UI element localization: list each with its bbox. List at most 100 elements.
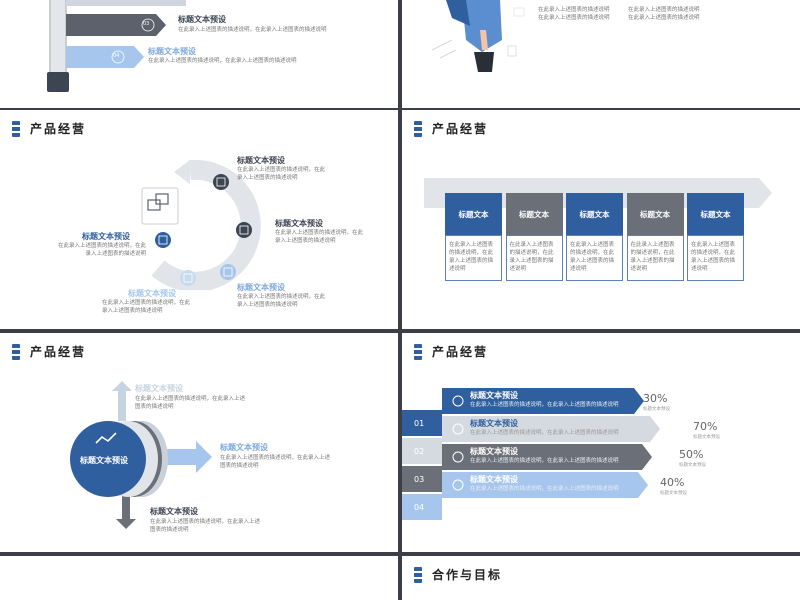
center-label: 标题文本预设 (80, 456, 128, 465)
slide-illustration: 在此录入上述图表的描述说明 在此录入上述图表的描述说明 在此录入上述图表的描述说… (402, 0, 800, 108)
row-arrow (442, 416, 660, 442)
desc-line: 在此录入上述图表的描述说明 (538, 15, 610, 21)
slide-header: 产品经营 (12, 343, 86, 360)
row-title: 标题文本预设 (470, 447, 518, 456)
header-icon (414, 343, 422, 360)
row-desc: 在此录入上述图表的描述说明，在此录入上述图表的描述说明 (470, 402, 619, 408)
item-desc: 在此录入上述图表的描述说明，在此录入上述 (135, 396, 246, 402)
row-number-tab: 04 (402, 494, 442, 520)
item-desc: 在此录入上述图表的描述说明，在此录入上述图表的描述说明 (237, 294, 326, 308)
item-desc: 图表的描述说明 (150, 527, 189, 533)
row-arrow (442, 388, 644, 414)
item-title: 标题文本预设 (128, 289, 176, 298)
row-title: 标题文本预设 (470, 419, 518, 428)
header-icon (12, 343, 20, 360)
slide-steps: 03 标题文本预设 在此录入上述图表的描述说明，在此录入上述图表的描述说明 04… (0, 0, 398, 108)
row-title: 标题文本预设 (470, 475, 518, 484)
slide-title: 产品经营 (30, 122, 87, 136)
item-desc: 在此录入上述图表的描述说明，在此录入上述 (150, 519, 261, 525)
step-num: 03 (143, 21, 150, 27)
item-desc: 在此录入上述图表的描述说明，在此录入上述 (220, 455, 331, 461)
row-number-tab: 02 (402, 438, 442, 464)
row-title: 标题文本预设 (470, 391, 518, 400)
slide-title: 产品经营 (432, 345, 489, 359)
row-percent-label: 标题文本预设 (693, 435, 720, 440)
slide-title: 产品经营 (30, 345, 87, 359)
slide-cooperation: 合作与目标 (402, 556, 800, 600)
pole (49, 0, 67, 78)
row-percent: 30% (643, 392, 668, 405)
step-desc: 在此录入上述图表的描述说明，在此录入上述图表的描述说明 (148, 58, 297, 64)
column-desc: 在此录入上述图表的描述说明，在此录入上述图表的描述说明 (687, 235, 744, 281)
cycle-diagram (141, 160, 261, 290)
item-title: 标题文本预设 (237, 156, 285, 165)
row-desc: 在此录入上述图表的描述说明，在此录入上述图表的描述说明 (470, 458, 619, 464)
desc-line: 在此录入上述图表的描述说明 (538, 7, 610, 13)
row-desc: 在此录入上述图表的描述说明，在此录入上述图表的描述说明 (470, 430, 619, 436)
step-sign-03 (66, 14, 166, 36)
pole-base (47, 72, 69, 92)
slide-arrows: 产品经营 标题文本预设 标题文本预设 在此录入上述图表的描述说明，在此录入上述 … (0, 333, 398, 552)
step-num: 04 (113, 53, 120, 59)
step-title: 标题文本预设 (178, 15, 226, 24)
item-title: 标题文本预设 (275, 219, 323, 228)
item-title: 标题文本预设 (237, 283, 285, 292)
row-percent: 50% (679, 448, 704, 461)
column: 标题文本在此录入上述图表的描述说明，在此录入上述图表的描述说明 (626, 193, 684, 281)
row-percent: 40% (660, 476, 685, 489)
step-sign-02 (66, 0, 186, 6)
item-title: 标题文本预设 (150, 507, 198, 516)
column-desc: 在此录入上述图表的描述说明，在此录入上述图表的描述说明 (505, 235, 563, 281)
slide-header: 产品经营 (414, 120, 488, 137)
column-header: 标题文本 (445, 193, 502, 235)
header-icon (414, 566, 422, 583)
slide-header: 合作与目标 (414, 566, 502, 583)
column: 标题文本在此录入上述图表的描述说明，在此录入上述图表的描述说明 (687, 193, 744, 281)
row-percent: 70% (693, 420, 718, 433)
item-title: 标题文本预设 (220, 443, 268, 452)
column-header: 标题文本 (505, 193, 563, 235)
slide-header: 产品经营 (12, 120, 86, 137)
slide-title: 合作与目标 (432, 568, 503, 582)
row-percent-label: 标题文本预设 (679, 463, 706, 468)
thumbs-up-icon (452, 479, 464, 491)
slide-title: 产品经营 (432, 122, 489, 136)
column: 标题文本在此录入上述图表的描述说明，在此录入上述图表的描述说明 (566, 193, 623, 281)
column-desc: 在此录入上述图表的描述说明，在此录入上述图表的描述说明 (626, 235, 684, 281)
slide-blank (0, 556, 398, 600)
column-desc: 在此录入上述图表的描述说明，在此录入上述图表的描述说明 (566, 235, 623, 281)
row-number-tab: 03 (402, 466, 442, 492)
column-desc: 在此录入上述图表的描述说明，在此录入上述图表的描述说明 (445, 235, 502, 281)
row-percent-label: 标题文本预设 (643, 407, 670, 412)
row-percent-label: 标题文本预设 (660, 491, 687, 496)
row-arrow (442, 444, 652, 470)
step-desc: 在此录入上述图表的描述说明，在此录入上述图表的描述说明 (178, 27, 327, 33)
column: 标题文本在此录入上述图表的描述说明，在此录入上述图表的描述说明 (505, 193, 563, 281)
monitor-icon (452, 423, 464, 435)
person-illustration (431, 0, 525, 72)
desc-block: 在此录入上述图表的描述说明 在此录入上述图表的描述说明 (628, 6, 700, 22)
step-title: 标题文本预设 (148, 47, 196, 56)
item-desc: 在此录入上述图表的描述说明，在此录入上述图表的描述说明 (237, 167, 326, 181)
desc-block: 在此录入上述图表的描述说明 在此录入上述图表的描述说明 (538, 6, 610, 22)
column: 标题文本在此录入上述图表的描述说明，在此录入上述图表的描述说明 (445, 193, 502, 281)
item-desc: 在此录入上述图表的描述说明，在此录入上述图表的描述说明 (58, 243, 147, 257)
item-title: 标题文本预设 (82, 232, 130, 241)
row-number-tab: 01 (402, 410, 442, 436)
item-desc: 在此录入上述图表的描述说明，在此录入上述图表的描述说明 (275, 230, 364, 244)
header-icon (12, 120, 20, 137)
slide-columns: 产品经营 标题文本在此录入上述图表的描述说明，在此录入上述图表的描述说明标题文本… (402, 110, 800, 329)
step-sign-04 (66, 46, 144, 68)
column-header: 标题文本 (687, 193, 744, 235)
item-desc: 图表的描述说明 (135, 404, 174, 410)
desc-line: 在此录入上述图表的描述说明 (628, 7, 700, 13)
column-header: 标题文本 (566, 193, 623, 235)
header-icon (414, 120, 422, 137)
row-desc: 在此录入上述图表的描述说明，在此录入上述图表的描述说明 (470, 486, 619, 492)
desc-line: 在此录入上述图表的描述说明 (628, 15, 700, 21)
arrow-diagram (70, 381, 212, 529)
gear-icon (452, 395, 464, 407)
column-header: 标题文本 (626, 193, 684, 235)
item-title: 标题文本预设 (135, 384, 183, 393)
